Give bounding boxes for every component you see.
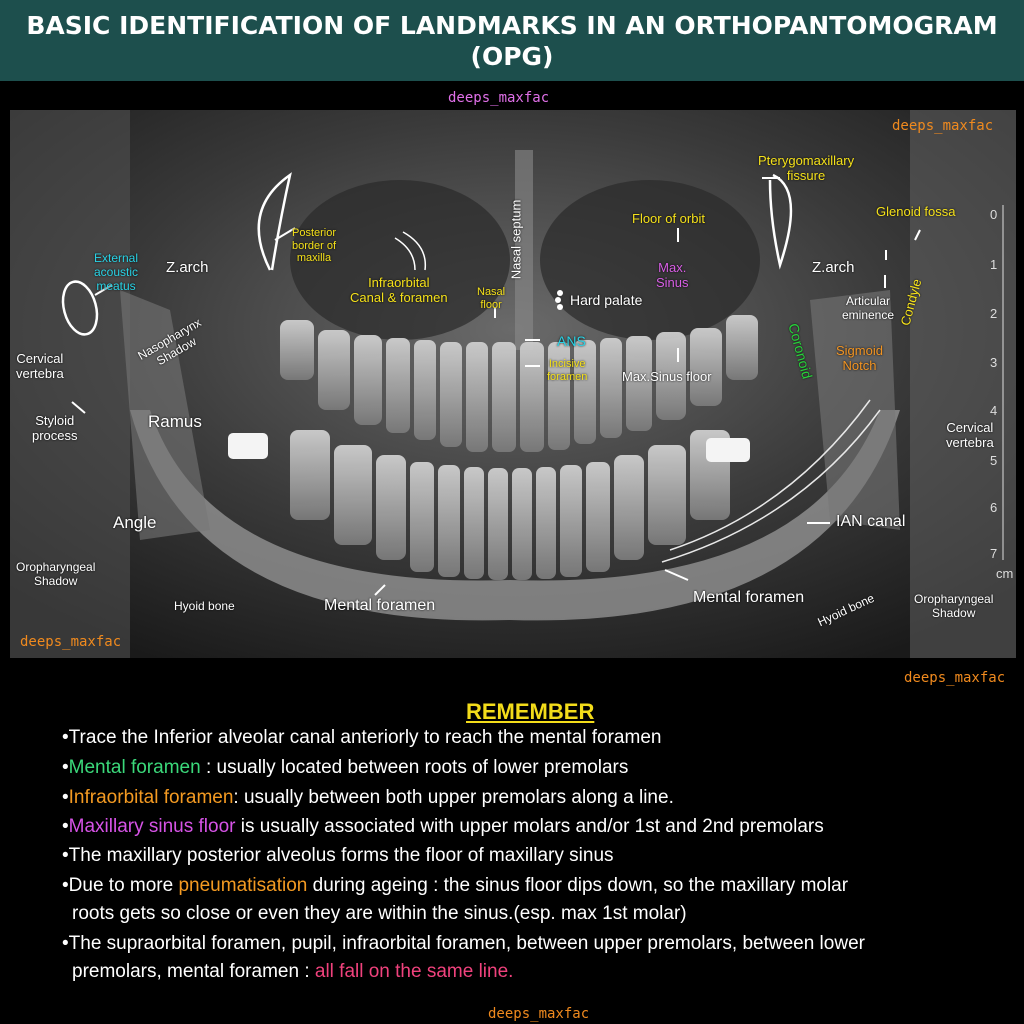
watermark-bottom-right: deeps_maxfac (904, 670, 1006, 686)
note-6: •Due to more pneumatisation during agein… (62, 874, 848, 898)
label-mental-foramen-left: Mental foramen (324, 597, 436, 614)
title-line-1: BASIC IDENTIFICATION OF LANDMARKS IN AN … (26, 11, 998, 40)
label-sigmoid-notch: Sigmoid Notch (836, 343, 883, 373)
note-2-bullet: • (62, 757, 69, 778)
label-zarch-right: Z.arch (812, 259, 855, 276)
note-5: •The maxillary posterior alveolus forms … (62, 845, 614, 866)
label-zarch-left: Z.arch (166, 259, 209, 276)
label-ans: ANS (557, 333, 586, 349)
scale-tick-7: 7 (990, 546, 998, 561)
label-external-acoustic-meatus: External acoustic meatus (94, 251, 139, 293)
label-cervical-vertebra-right: Cervical vertebra (946, 420, 994, 450)
scale-unit: cm (996, 566, 1014, 581)
note-3-text: : usually between both upper premolars a… (233, 787, 674, 808)
label-pterygomaxillary-fissure: Pterygomaxillary fissure (758, 153, 855, 183)
note-3-bullet: • (62, 787, 69, 808)
label-max-sinus-floor: Max.Sinus floor (622, 369, 712, 384)
label-max-sinus: Max. Sinus (656, 260, 689, 290)
note-7-line-2: premolars, mental foramen : all fall on … (72, 960, 513, 984)
opg-radiograph: 0 1 2 3 4 5 6 7 cm External acoustic mea… (10, 110, 1016, 658)
note-7-line-2-text: premolars, mental foramen : (72, 961, 315, 982)
label-angle: Angle (113, 513, 157, 532)
note-7-highlight: all fall on the same line. (314, 961, 514, 982)
note-4-highlight: Maxillary sinus floor (68, 816, 236, 837)
note-6-line-2: roots gets so close or even they are wit… (72, 903, 687, 924)
radiograph-image (10, 110, 1016, 658)
note-6-highlight: pneumatisation (178, 875, 308, 896)
label-posterior-border-maxilla: Posterior border of maxilla (292, 227, 337, 265)
note-3: •Infraorbital foramen: usually between b… (62, 786, 674, 810)
note-3-highlight: Infraorbital foramen (68, 787, 234, 808)
remember-heading: REMEMBER (466, 699, 595, 724)
label-oropharyngeal-shadow-left: Oropharyngeal Shadow (16, 560, 96, 588)
label-ramus: Ramus (148, 412, 202, 431)
label-infraorbital-canal: Infraorbital Canal & foramen (350, 275, 448, 305)
scale-tick-0: 0 (990, 207, 998, 222)
note-2-highlight: Mental foramen (68, 757, 201, 778)
note-6-prefix: •Due to more (62, 875, 179, 896)
title-banner: BASIC IDENTIFICATION OF LANDMARKS IN AN … (0, 0, 1024, 81)
watermark-top: deeps_maxfac (448, 90, 550, 106)
label-hyoid-bone-left: Hyoid bone (174, 599, 235, 613)
note-6-text: during ageing : the sinus floor dips dow… (307, 875, 849, 896)
label-oropharyngeal-shadow-right: Oropharyngeal Shadow (914, 592, 994, 620)
label-floor-of-orbit: Floor of orbit (632, 211, 705, 226)
scale-tick-6: 6 (990, 500, 998, 515)
label-styloid-process: Styloid process (32, 413, 78, 443)
label-incisive-foramen: Incisive foramen (547, 358, 588, 383)
label-hard-palate: Hard palate (570, 292, 643, 308)
scale-tick-3: 3 (990, 355, 998, 370)
watermark-xray-top-right: deeps_maxfac (892, 118, 994, 134)
label-mental-foramen-right: Mental foramen (693, 589, 805, 606)
label-ian-canal: IAN canal (836, 513, 906, 530)
label-articular-eminence: Articular eminence (842, 294, 895, 322)
note-1: •Trace the Inferior alveolar canal anter… (62, 727, 662, 748)
label-glenoid-fossa: Glenoid fossa (876, 204, 956, 219)
label-cervical-vertebra-left: Cervical vertebra (16, 351, 64, 381)
title-line-2: (OPG) (470, 42, 554, 71)
scale-tick-2: 2 (990, 306, 998, 321)
note-4-text: is usually associated with upper molars … (235, 816, 824, 837)
watermark-xray-bottom-left: deeps_maxfac (20, 634, 122, 650)
label-nasal-floor: Nasal floor (477, 286, 506, 311)
note-2: •Mental foramen : usually located betwee… (62, 756, 628, 780)
label-nasal-septum: Nasal septum (508, 199, 524, 280)
scale-tick-4: 4 (990, 403, 998, 418)
note-4: •Maxillary sinus floor is usually associ… (62, 815, 824, 839)
scale-tick-5: 5 (990, 453, 998, 468)
note-2-text: : usually located between roots of lower… (200, 757, 629, 778)
watermark-bottom: deeps_maxfac (488, 1006, 590, 1022)
note-7: •The supraorbital foramen, pupil, infrao… (62, 933, 865, 954)
note-4-bullet: • (62, 816, 69, 837)
scale-tick-1: 1 (990, 257, 998, 272)
